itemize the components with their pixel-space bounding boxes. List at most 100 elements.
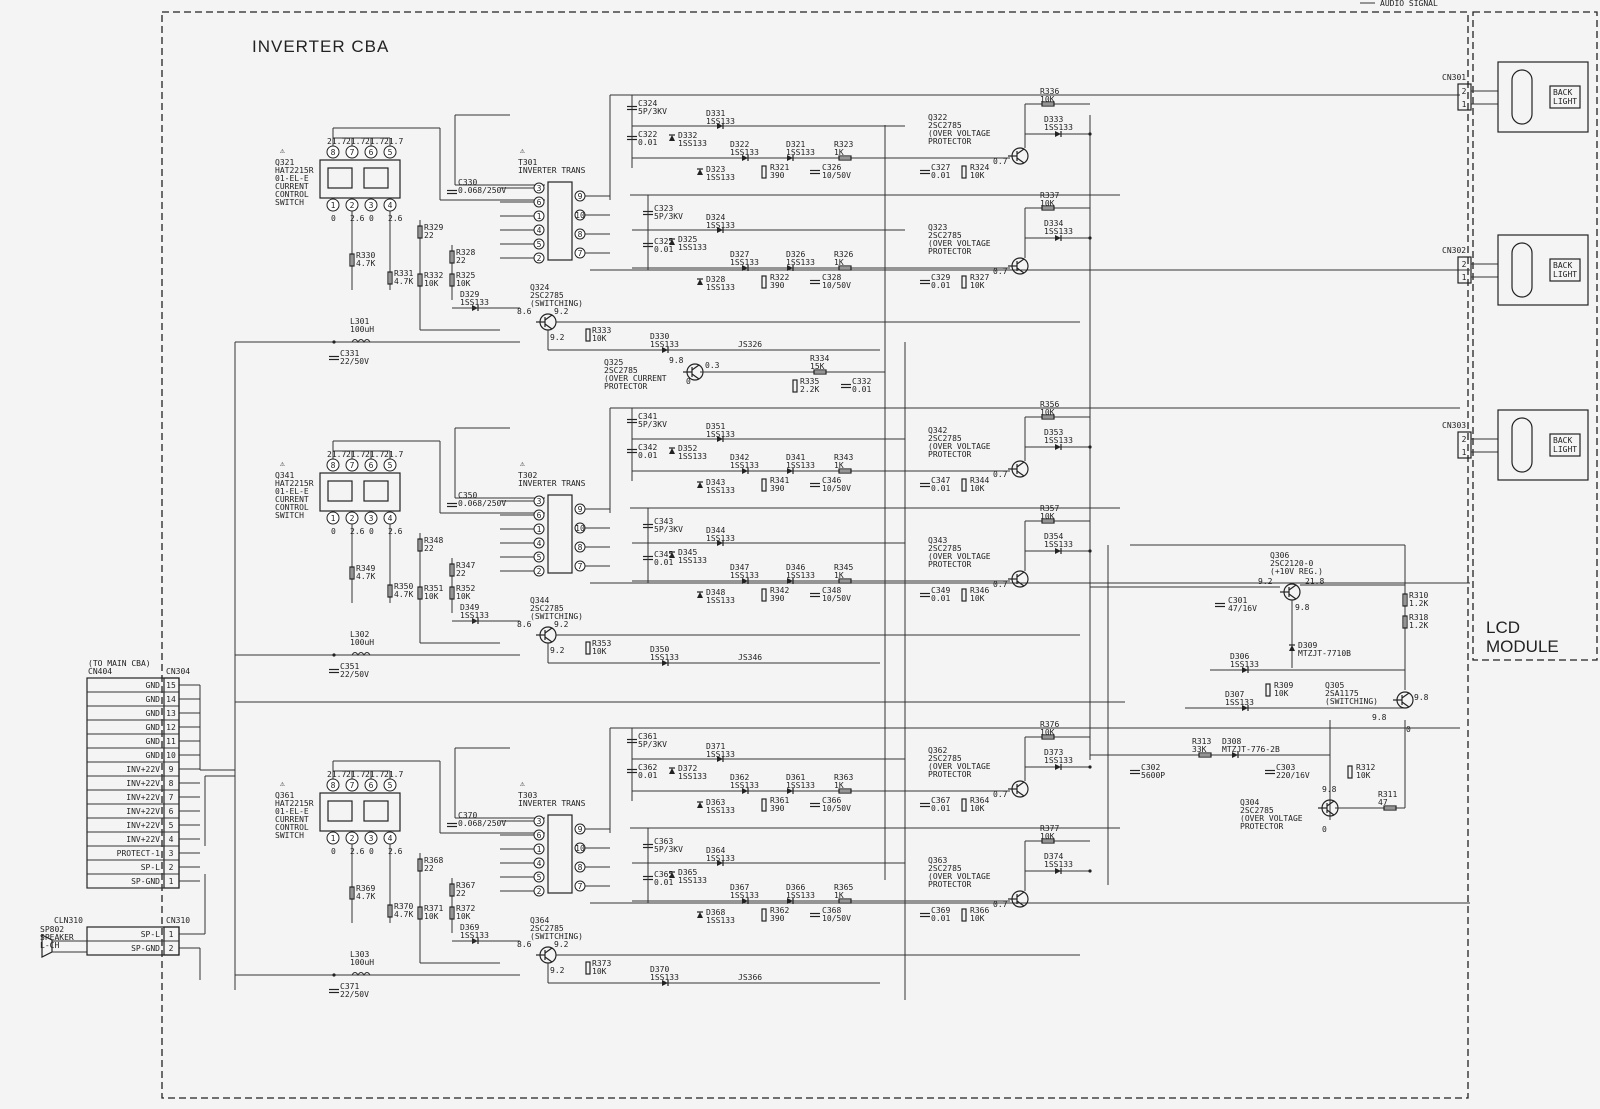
diode-value: 1SS133 <box>786 258 815 267</box>
oc-voltage: 0 <box>686 377 691 386</box>
q305-transistor <box>1393 691 1414 709</box>
resistor <box>417 273 423 287</box>
transformer-pin-number: 5 <box>537 873 542 882</box>
inverter-stage-2: ⚠Q341HAT2215R01-EL-ECURRENTCONTROLSWITCH… <box>235 400 1470 679</box>
transformer-pin-number: 8 <box>578 863 583 872</box>
speaker-pin-name: SP-GND <box>131 944 160 953</box>
backlight-cn-label: CN301 <box>1442 73 1466 82</box>
resistor <box>961 908 967 922</box>
transformer-pin-number: 2 <box>537 567 542 576</box>
hv-cap-value: 0.068/250V <box>458 819 506 828</box>
resistor <box>961 478 967 492</box>
ovp-voltage: 0.7 <box>993 900 1008 909</box>
ic-pin-number: 4 <box>388 201 393 210</box>
diode-ref: D326 <box>786 250 805 259</box>
q304-transistor <box>1318 799 1339 817</box>
driver-transistor-ref: Q324 <box>530 283 549 292</box>
transformer-core <box>547 814 573 894</box>
warning-icon: ⚠ <box>520 146 525 155</box>
oc-transistor-type: 2SC2785 <box>604 366 638 375</box>
pin-voltage: 21.7 <box>365 137 384 146</box>
resistor-value: 1K <box>834 781 844 790</box>
switch-ic-body <box>319 472 401 512</box>
ovp-transistor-function: (OVER VOLTAGE <box>928 129 991 138</box>
protection-diode <box>742 898 749 904</box>
diode-value: 1SS133 <box>1044 436 1073 445</box>
ic-pin-number: 2 <box>350 514 355 523</box>
electrolytic-capacitor <box>810 592 820 598</box>
switch-ic-label: 01-EL-E <box>275 807 309 816</box>
transformer-ref: T301 <box>518 158 537 167</box>
switch-ic-ref: Q361 <box>275 791 294 800</box>
speaker-pin-number: 1 <box>169 930 174 939</box>
diode-ref: D352 <box>678 444 697 453</box>
resistor-value: 10K <box>970 594 985 603</box>
diode-ref: D328 <box>706 275 725 284</box>
ic-pin-number: 2 <box>350 834 355 843</box>
diode-value: 1SS133 <box>706 283 735 292</box>
diode-value: 1SS133 <box>706 117 735 126</box>
backlight-lamp-holder <box>1497 61 1589 133</box>
cap-ref: C363 <box>654 837 673 846</box>
diode-ref: D354 <box>1044 532 1063 541</box>
cap-value: 220/16V <box>1276 771 1310 780</box>
transformer-pin-number: 4 <box>537 859 542 868</box>
ic-pin-number: 4 <box>388 834 393 843</box>
resistor-ref: R352 <box>456 584 475 593</box>
mosfet-symbol <box>363 480 389 502</box>
cap-ref: C327 <box>931 163 950 172</box>
ovp-transistor <box>1008 460 1029 478</box>
cap-value: 10/50V <box>822 804 851 813</box>
transformer-pin-number: 8 <box>578 543 583 552</box>
backlight-connector-body <box>1457 83 1472 111</box>
q305-voltage: 0 <box>1406 725 1411 734</box>
diode-ref: D362 <box>730 773 749 782</box>
connector-pin-name: GND <box>146 723 161 732</box>
switch-ic-ref: Q321 <box>275 158 294 167</box>
protection-diode <box>787 578 794 584</box>
connector-pin-name: PROTECT-1 <box>117 849 161 858</box>
diode-value: 1SS133 <box>678 243 707 252</box>
resistor <box>1041 518 1055 524</box>
resistor-ref: R337 <box>1040 191 1059 200</box>
electrolytic-capacitor <box>1215 602 1225 608</box>
connector-pin-number: 12 <box>166 723 176 732</box>
protection-diode <box>1055 764 1062 770</box>
pin-voltage: 0 <box>331 214 336 223</box>
lcd-module-label-1: LCD <box>1486 618 1520 637</box>
switch-ic-label: HAT2215R <box>275 166 314 175</box>
pin-voltage: 2.6 <box>388 527 403 536</box>
pin-voltage: 0 <box>331 527 336 536</box>
pin-voltage: 21.7 <box>327 137 346 146</box>
cap-ref: C302 <box>1141 763 1160 772</box>
mosfet-symbol <box>327 167 353 189</box>
diode-ref: D323 <box>706 165 725 174</box>
ic-pin-number: 7 <box>350 781 355 790</box>
connector-pin-number: 5 <box>169 821 174 830</box>
lcd-module-frame <box>1472 11 1598 661</box>
transformer-core <box>547 494 573 574</box>
resistor-ref: R312 <box>1356 763 1375 772</box>
resistor <box>1265 683 1271 697</box>
diode-ref: D344 <box>706 526 725 535</box>
capacitor <box>920 592 930 598</box>
ovp-voltage: 0.7 <box>993 790 1008 799</box>
ovp-transistor-ref: Q323 <box>928 223 947 232</box>
switch-ic-label: HAT2215R <box>275 799 314 808</box>
protection-diode <box>1055 235 1062 241</box>
connector-pin-number: 2 <box>169 863 174 872</box>
mosfet-symbol <box>327 480 353 502</box>
transformer-pin-number: 8 <box>578 230 583 239</box>
electrolytic-capacitor <box>810 802 820 808</box>
diode-value: 1SS133 <box>1230 660 1259 669</box>
resistor-value: 10K <box>424 912 439 921</box>
diode-ref: D333 <box>1044 115 1063 124</box>
warning-icon: ⚠ <box>520 779 525 788</box>
cap-ref: C349 <box>931 586 950 595</box>
resistor-value: 22 <box>456 889 466 898</box>
ovp-transistor-ref: Q362 <box>928 746 947 755</box>
diode-value: 1SS133 <box>1044 540 1073 549</box>
zener-diode <box>1232 752 1239 758</box>
junction-dot <box>1088 132 1092 136</box>
resistor-value: 47 <box>1378 798 1388 807</box>
